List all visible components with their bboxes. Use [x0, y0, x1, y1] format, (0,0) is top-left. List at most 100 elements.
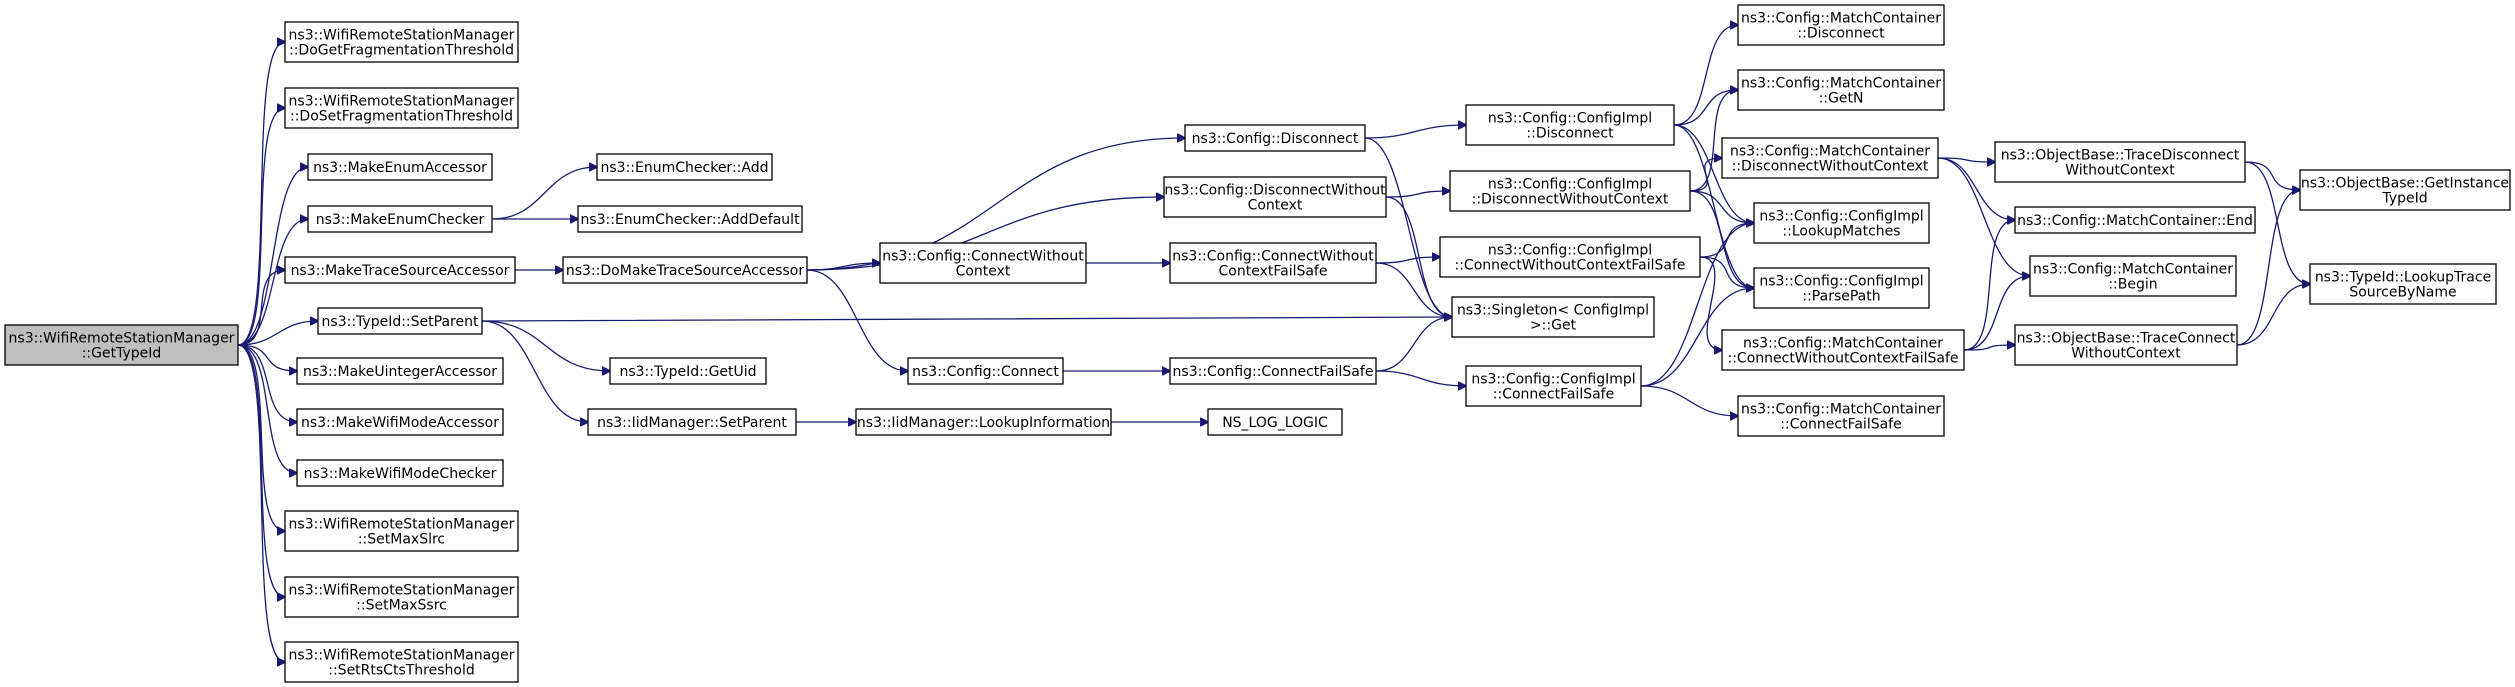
- node-make-enum-checker[interactable]: ns3::MakeEnumChecker: [307, 205, 493, 233]
- node-config-connect-fail-safe[interactable]: ns3::Config::ConnectFailSafe: [1169, 357, 1377, 385]
- edge-do-make-trace-source-accessor-to-config-disconnect-without: [806, 197, 1164, 271]
- node-ob-trace-disconnect[interactable]: ns3::ObjectBase::TraceDisconnectWithoutC…: [1994, 141, 2246, 183]
- node-label: ns3::Config::MatchContainer: [1741, 11, 1941, 27]
- node-iid-lookup-info[interactable]: ns3::IidManager::LookupInformation: [855, 408, 1112, 436]
- node-label: ns3::Config::Disconnect: [1192, 131, 1359, 147]
- edge-root-to-set-rts-cts: [237, 344, 285, 662]
- node-set-rts-cts[interactable]: ns3::WifiRemoteStationManager::SetRtsCts…: [284, 641, 519, 683]
- node-box: [1721, 137, 1939, 179]
- node-box: [284, 510, 519, 552]
- edge-config-connect-without-fail-safe-to-impl-connect-without-fail-safe: [1375, 257, 1440, 264]
- node-type-id-get-uid[interactable]: ns3::TypeId::GetUid: [609, 357, 767, 385]
- node-label: ns3::IidManager::SetParent: [597, 415, 787, 431]
- node-make-uinteger-accessor[interactable]: ns3::MakeUintegerAccessor: [296, 357, 504, 385]
- edges-layer: [237, 25, 2310, 662]
- node-label: ns3::Config::DisconnectWithout: [1164, 183, 1386, 199]
- edge-mc-disconnect-without-to-ob-trace-disconnect: [1937, 157, 1995, 162]
- node-box: [562, 256, 808, 284]
- node-label: ::Disconnect: [1526, 126, 1614, 142]
- edge-impl-disconnect-without-to-mc-get-n: [1689, 90, 1738, 192]
- node-config-connect[interactable]: ns3::Config::Connect: [907, 357, 1064, 385]
- node-type-id-set-parent[interactable]: ns3::TypeId::SetParent: [317, 307, 483, 335]
- node-box: [1184, 124, 1366, 152]
- edge-root-to-do-get-frag: [237, 42, 285, 346]
- node-label: ns3::WifiRemoteStationManager: [289, 648, 515, 664]
- node-make-wifi-mode-checker[interactable]: ns3::MakeWifiModeChecker: [296, 459, 504, 487]
- node-config-connect-without[interactable]: ns3::Config::ConnectWithoutContext: [879, 242, 1087, 284]
- node-mc-get-n[interactable]: ns3::Config::MatchContainer::GetN: [1737, 69, 1945, 111]
- node-config-connect-without-fail-safe[interactable]: ns3::Config::ConnectWithoutContextFailSa…: [1169, 242, 1377, 284]
- node-impl-lookup-matches[interactable]: ns3::Config::ConfigImpl::LookupMatches: [1753, 202, 1930, 244]
- node-impl-connect-fail-safe[interactable]: ns3::Config::ConfigImpl::ConnectFailSafe: [1465, 365, 1642, 407]
- node-box: [296, 357, 504, 385]
- node-label: ::LookupMatches: [1782, 224, 1900, 240]
- node-enum-checker-add[interactable]: ns3::EnumChecker::Add: [596, 153, 773, 181]
- edge-type-id-set-parent-to-iid-set-parent: [481, 320, 588, 422]
- node-box: [1753, 202, 1930, 244]
- node-label: ::DoSetFragmentationThreshold: [290, 109, 513, 125]
- node-label: ns3::WifiRemoteStationManager: [289, 583, 515, 599]
- node-impl-parse-path[interactable]: ns3::Config::ConfigImpl::ParsePath: [1753, 267, 1930, 309]
- node-label: ::Disconnect: [1797, 26, 1885, 42]
- node-mc-end[interactable]: ns3::Config::MatchContainer::End: [2014, 206, 2256, 234]
- node-label: ns3::MakeWifiModeChecker: [304, 466, 497, 482]
- node-impl-disconnect-without[interactable]: ns3::Config::ConfigImpl::DisconnectWitho…: [1449, 170, 1691, 212]
- node-label: ns3::Config::ConfigImpl: [1471, 372, 1635, 388]
- node-label: ::SetMaxSlrc: [358, 532, 445, 548]
- node-do-set-frag[interactable]: ns3::WifiRemoteStationManager::DoSetFrag…: [284, 87, 519, 129]
- node-mc-connect-fail-safe[interactable]: ns3::Config::MatchContainer::ConnectFail…: [1737, 395, 1945, 437]
- node-do-make-trace-source-accessor[interactable]: ns3::DoMakeTraceSourceAccessor: [562, 256, 808, 284]
- node-make-trace-source-accessor[interactable]: ns3::MakeTraceSourceAccessor: [284, 256, 516, 284]
- edge-root-to-make-enum-checker: [237, 219, 308, 346]
- node-label: ::ConnectWithoutContextFailSafe: [1727, 351, 1958, 367]
- edge-config-disconnect-to-singleton-get: [1364, 137, 1452, 317]
- node-label: ns3::Config::MatchContainer: [1741, 76, 1941, 92]
- node-label: ::ParsePath: [1802, 289, 1880, 305]
- node-config-disconnect[interactable]: ns3::Config::Disconnect: [1184, 124, 1366, 152]
- node-do-get-frag[interactable]: ns3::WifiRemoteStationManager::DoGetFrag…: [284, 21, 519, 63]
- node-label: ::DisconnectWithoutContext: [1472, 192, 1669, 208]
- node-box: [1994, 141, 2246, 183]
- node-label: ns3::TypeId::LookupTrace: [2315, 270, 2491, 286]
- edge-root-to-set-max-ssrc: [237, 344, 285, 597]
- node-root[interactable]: ns3::WifiRemoteStationManager::GetTypeId: [4, 324, 239, 366]
- node-config-disconnect-without[interactable]: ns3::Config::DisconnectWithoutContext: [1163, 176, 1387, 218]
- edge-root-to-make-wifi-mode-checker: [237, 344, 297, 473]
- node-label: ns3::MakeTraceSourceAccessor: [291, 263, 510, 279]
- node-box: [855, 408, 1112, 436]
- node-make-wifi-mode-accessor[interactable]: ns3::MakeWifiModeAccessor: [296, 408, 504, 436]
- edge-config-disconnect-without-to-singleton-get: [1385, 196, 1452, 317]
- node-box: [1737, 4, 1945, 46]
- node-box: [2029, 255, 2237, 297]
- node-impl-connect-without-fail-safe[interactable]: ns3::Config::ConfigImpl::ConnectWithoutC…: [1439, 236, 1701, 278]
- node-mc-disconnect[interactable]: ns3::Config::MatchContainer::Disconnect: [1737, 4, 1945, 46]
- node-mc-disconnect-without[interactable]: ns3::Config::MatchContainer::DisconnectW…: [1721, 137, 1939, 179]
- edge-impl-disconnect-without-to-impl-lookup-matches: [1689, 190, 1754, 223]
- node-iid-set-parent[interactable]: ns3::IidManager::SetParent: [587, 408, 797, 436]
- node-label: ns3::MakeWifiModeAccessor: [301, 415, 499, 431]
- edge-root-to-make-uinteger-accessor: [237, 344, 297, 371]
- node-label: ns3::Singleton< ConfigImpl: [1457, 303, 1649, 319]
- node-label: ns3::Config::MatchContainer: [2033, 262, 2233, 278]
- node-ob-trace-connect[interactable]: ns3::ObjectBase::TraceConnectWithoutCont…: [2014, 324, 2238, 366]
- edge-impl-disconnect-without-to-mc-disconnect-without: [1689, 158, 1722, 192]
- node-label: SourceByName: [2349, 285, 2456, 301]
- node-set-max-slrc[interactable]: ns3::WifiRemoteStationManager::SetMaxSlr…: [284, 510, 519, 552]
- node-set-max-ssrc[interactable]: ns3::WifiRemoteStationManager::SetMaxSsr…: [284, 576, 519, 618]
- node-enum-checker-add-default[interactable]: ns3::EnumChecker::AddDefault: [577, 205, 803, 233]
- node-box: [1163, 176, 1387, 218]
- node-ns-log-logic[interactable]: NS_LOG_LOGIC: [1207, 408, 1343, 436]
- node-singleton-get[interactable]: ns3::Singleton< ConfigImpl >::Get: [1451, 296, 1655, 338]
- node-mc-connect-without-fail-safe[interactable]: ns3::Config::MatchContainer::ConnectWith…: [1721, 329, 1965, 371]
- node-mc-begin[interactable]: ns3::Config::MatchContainer::Begin: [2029, 255, 2237, 297]
- edge-mc-connect-without-fail-safe-to-ob-trace-connect: [1963, 345, 2015, 351]
- node-make-enum-accessor[interactable]: ns3::MakeEnumAccessor: [307, 153, 493, 181]
- node-label: ns3::MakeEnumAccessor: [313, 160, 487, 176]
- node-impl-disconnect[interactable]: ns3::Config::ConfigImpl::Disconnect: [1465, 104, 1675, 146]
- node-box: [2014, 206, 2256, 234]
- node-box: [296, 459, 504, 487]
- node-label: ns3::MakeEnumChecker: [316, 212, 485, 228]
- node-label: ns3::Config::ConfigImpl: [1759, 209, 1923, 225]
